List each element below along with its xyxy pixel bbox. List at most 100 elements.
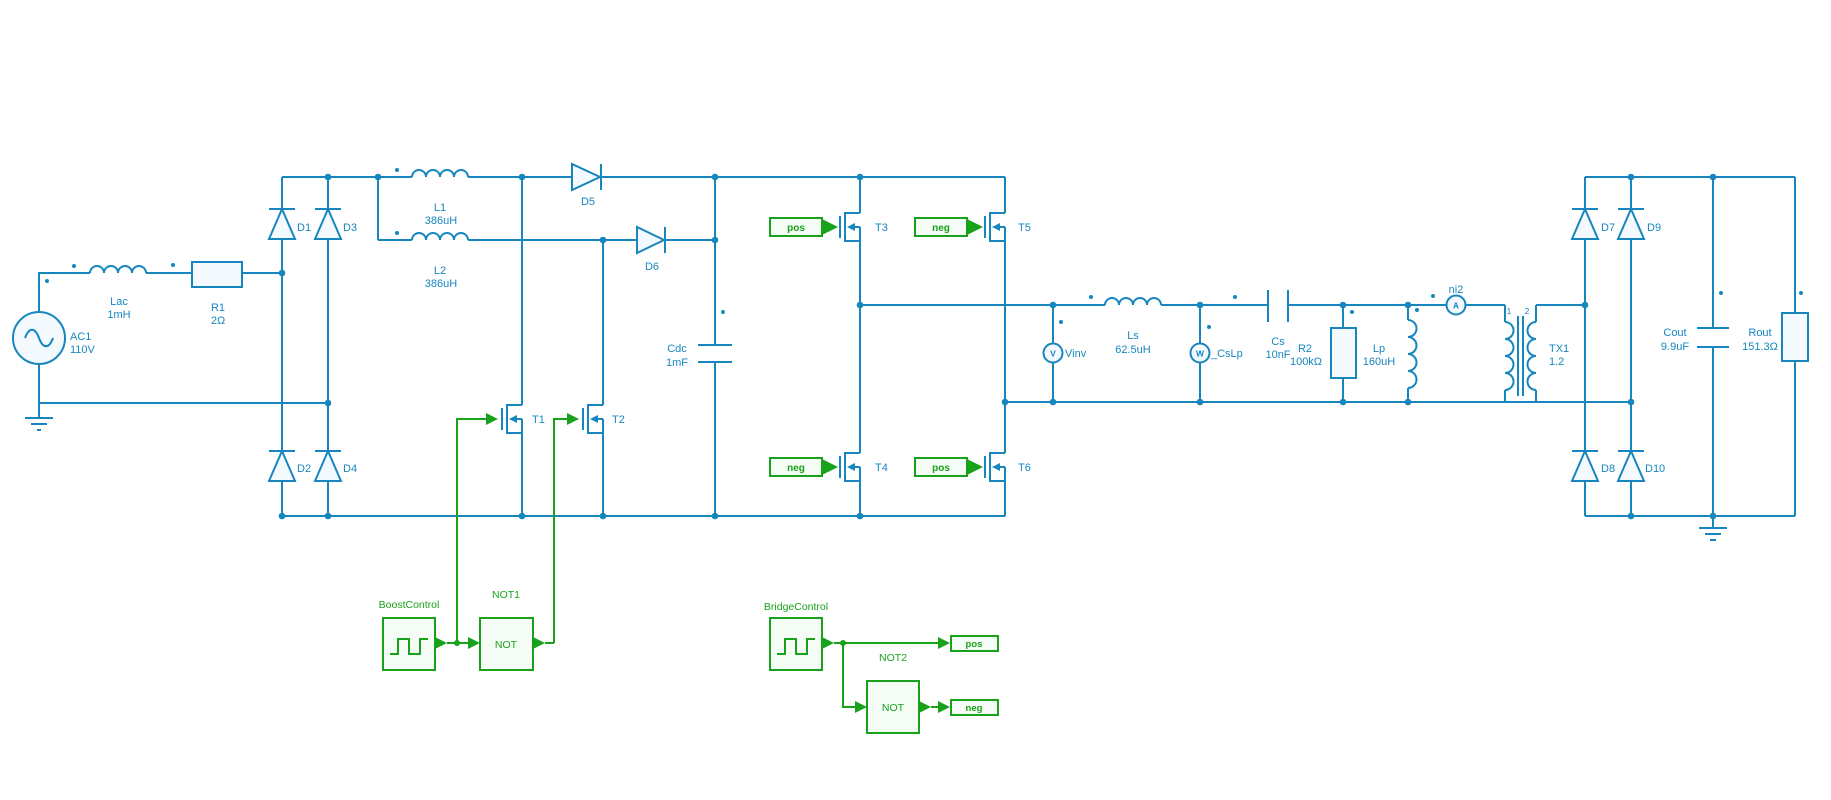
component-value: 110V [70,344,96,356]
goto-tag-neg[interactable]: neg [938,699,999,716]
component-value: 1mF [666,357,688,369]
transformer-core-icon [1517,316,1524,396]
capacitor-cdc[interactable]: Cdc 1mF [666,343,732,369]
component-ref: Lac [110,296,128,308]
capacitor-cs[interactable]: Cs 10nF [1265,290,1291,361]
block-input-arrow-icon [468,637,480,649]
block-label: BridgeControl [764,601,828,613]
tag-arrow-icon [967,219,983,235]
mosfet-arrow-icon [992,463,1000,471]
diode-d4[interactable]: D4 [313,448,357,482]
component-ref: T2 [612,414,625,426]
goto-label: pos [966,639,983,650]
winding-terminal-label: 1 [1507,306,1512,316]
component-value: 1.2 [1549,356,1564,368]
component-value: 62.5uH [1115,344,1151,356]
component-value: 2Ω [211,315,225,327]
component-value: 9.9uF [1661,341,1689,353]
boost-control-block[interactable]: BoostControl [379,599,447,671]
inductor-lp[interactable]: Lp 160uH [1363,305,1418,402]
mosfet-t3[interactable]: T3 [839,177,888,305]
component-ref: AC1 [70,331,91,343]
gate-tag-t6-pos[interactable]: pos [914,457,983,477]
component-ref: Lp [1373,343,1385,355]
block-output-arrow-icon [435,637,447,649]
inductor-l1[interactable]: L1 386uH [411,169,469,227]
component-ref: Vinv [1065,348,1087,360]
diode-d2[interactable]: D2 [267,448,311,482]
mosfet-t1[interactable]: T1 [501,177,545,516]
component-ref: Cdc [667,343,687,355]
block-label: NOT1 [492,589,520,601]
block-output-arrow-icon [919,701,931,713]
gate-tag-t3-pos[interactable]: pos [769,217,838,237]
diode-d9[interactable]: D9 [1616,206,1661,240]
tag-arrow-icon [938,637,950,649]
component-ref: D5 [581,196,595,208]
component-ref: T4 [875,462,888,474]
component-value: 10nF [1265,349,1290,361]
gate-tag-t4-neg[interactable]: neg [769,457,838,477]
component-ref: T6 [1018,462,1031,474]
block-label: BoostControl [379,599,440,611]
mosfet-t6[interactable]: T6 [984,402,1031,516]
goto-tag-pos[interactable]: pos [938,635,999,652]
mosfet-arrow-icon [992,223,1000,231]
diode-d1[interactable]: D1 [267,206,311,240]
mosfet-arrow-icon [509,415,517,423]
component-ref: L1 [434,202,446,214]
mosfet-arrow-icon [847,223,855,231]
resistor-r1[interactable]: R1 2Ω [191,261,243,327]
component-value: 1mH [107,309,130,321]
component-ref: D7 [1601,222,1615,234]
inductor-l2[interactable]: L2 386uH [411,232,469,290]
ac-voltage-source[interactable]: AC1 110V [12,311,96,365]
component-value: 100kΩ [1290,356,1322,368]
component-ref: R1 [211,302,225,314]
wattmeter-w-cslp[interactable]: W _CsLp [1189,342,1243,364]
polarity-dots [45,168,1803,329]
component-ref: Rout [1748,327,1771,339]
component-ref: D10 [1645,463,1665,475]
diode-d10[interactable]: D10 [1616,448,1665,482]
mosfet-t2[interactable]: T2 [582,240,625,516]
inductor-ls[interactable]: Ls 62.5uH [1104,297,1162,356]
component-ref: L2 [434,265,446,277]
component-ref: R2 [1298,343,1312,355]
goto-label: neg [966,703,983,714]
not2-block[interactable]: NOT2 NOT [855,652,931,734]
component-ref: D9 [1647,222,1661,234]
tag-arrow-icon [938,701,950,713]
gate-signal-label: pos [787,223,805,234]
resistor-rout[interactable]: Rout 151.3Ω [1742,312,1809,362]
diode-d8[interactable]: D8 [1570,448,1615,482]
diode-d6[interactable]: D6 [636,225,667,273]
pulse-wave-icon [777,638,815,655]
voltmeter-vinv[interactable]: V Vinv [1042,342,1087,364]
signal-arrow-icon [567,413,579,425]
block-text: NOT [882,702,905,714]
component-ref: D2 [297,463,311,475]
component-ref: T1 [532,414,545,426]
transformer-tx1[interactable]: 1 2 TX1 1.2 [1504,304,1585,402]
component-ref: Cs [1271,336,1285,348]
resistor-r2[interactable]: R2 100kΩ [1290,305,1357,402]
mosfet-t4[interactable]: T4 [839,305,888,516]
diode-d3[interactable]: D3 [313,206,357,240]
not1-block[interactable]: NOT1 NOT [468,589,545,671]
inductor-lac[interactable]: Lac 1mH [89,265,147,321]
diode-d5[interactable]: D5 [571,162,603,208]
mosfet-t5[interactable]: T5 [984,177,1031,402]
bridge-control-block[interactable]: BridgeControl [764,601,834,671]
pulse-wave-icon [390,638,428,655]
ammeter-ni2[interactable]: A ni2 [1445,284,1467,316]
component-ref: ni2 [1449,284,1464,296]
diode-d7[interactable]: D7 [1570,206,1615,240]
capacitor-cout[interactable]: Cout 9.9uF [1661,327,1729,353]
block-text: NOT [495,639,518,651]
gate-tag-t5-neg[interactable]: neg [914,217,983,237]
mosfet-arrow-icon [847,463,855,471]
component-value: 151.3Ω [1742,341,1778,353]
